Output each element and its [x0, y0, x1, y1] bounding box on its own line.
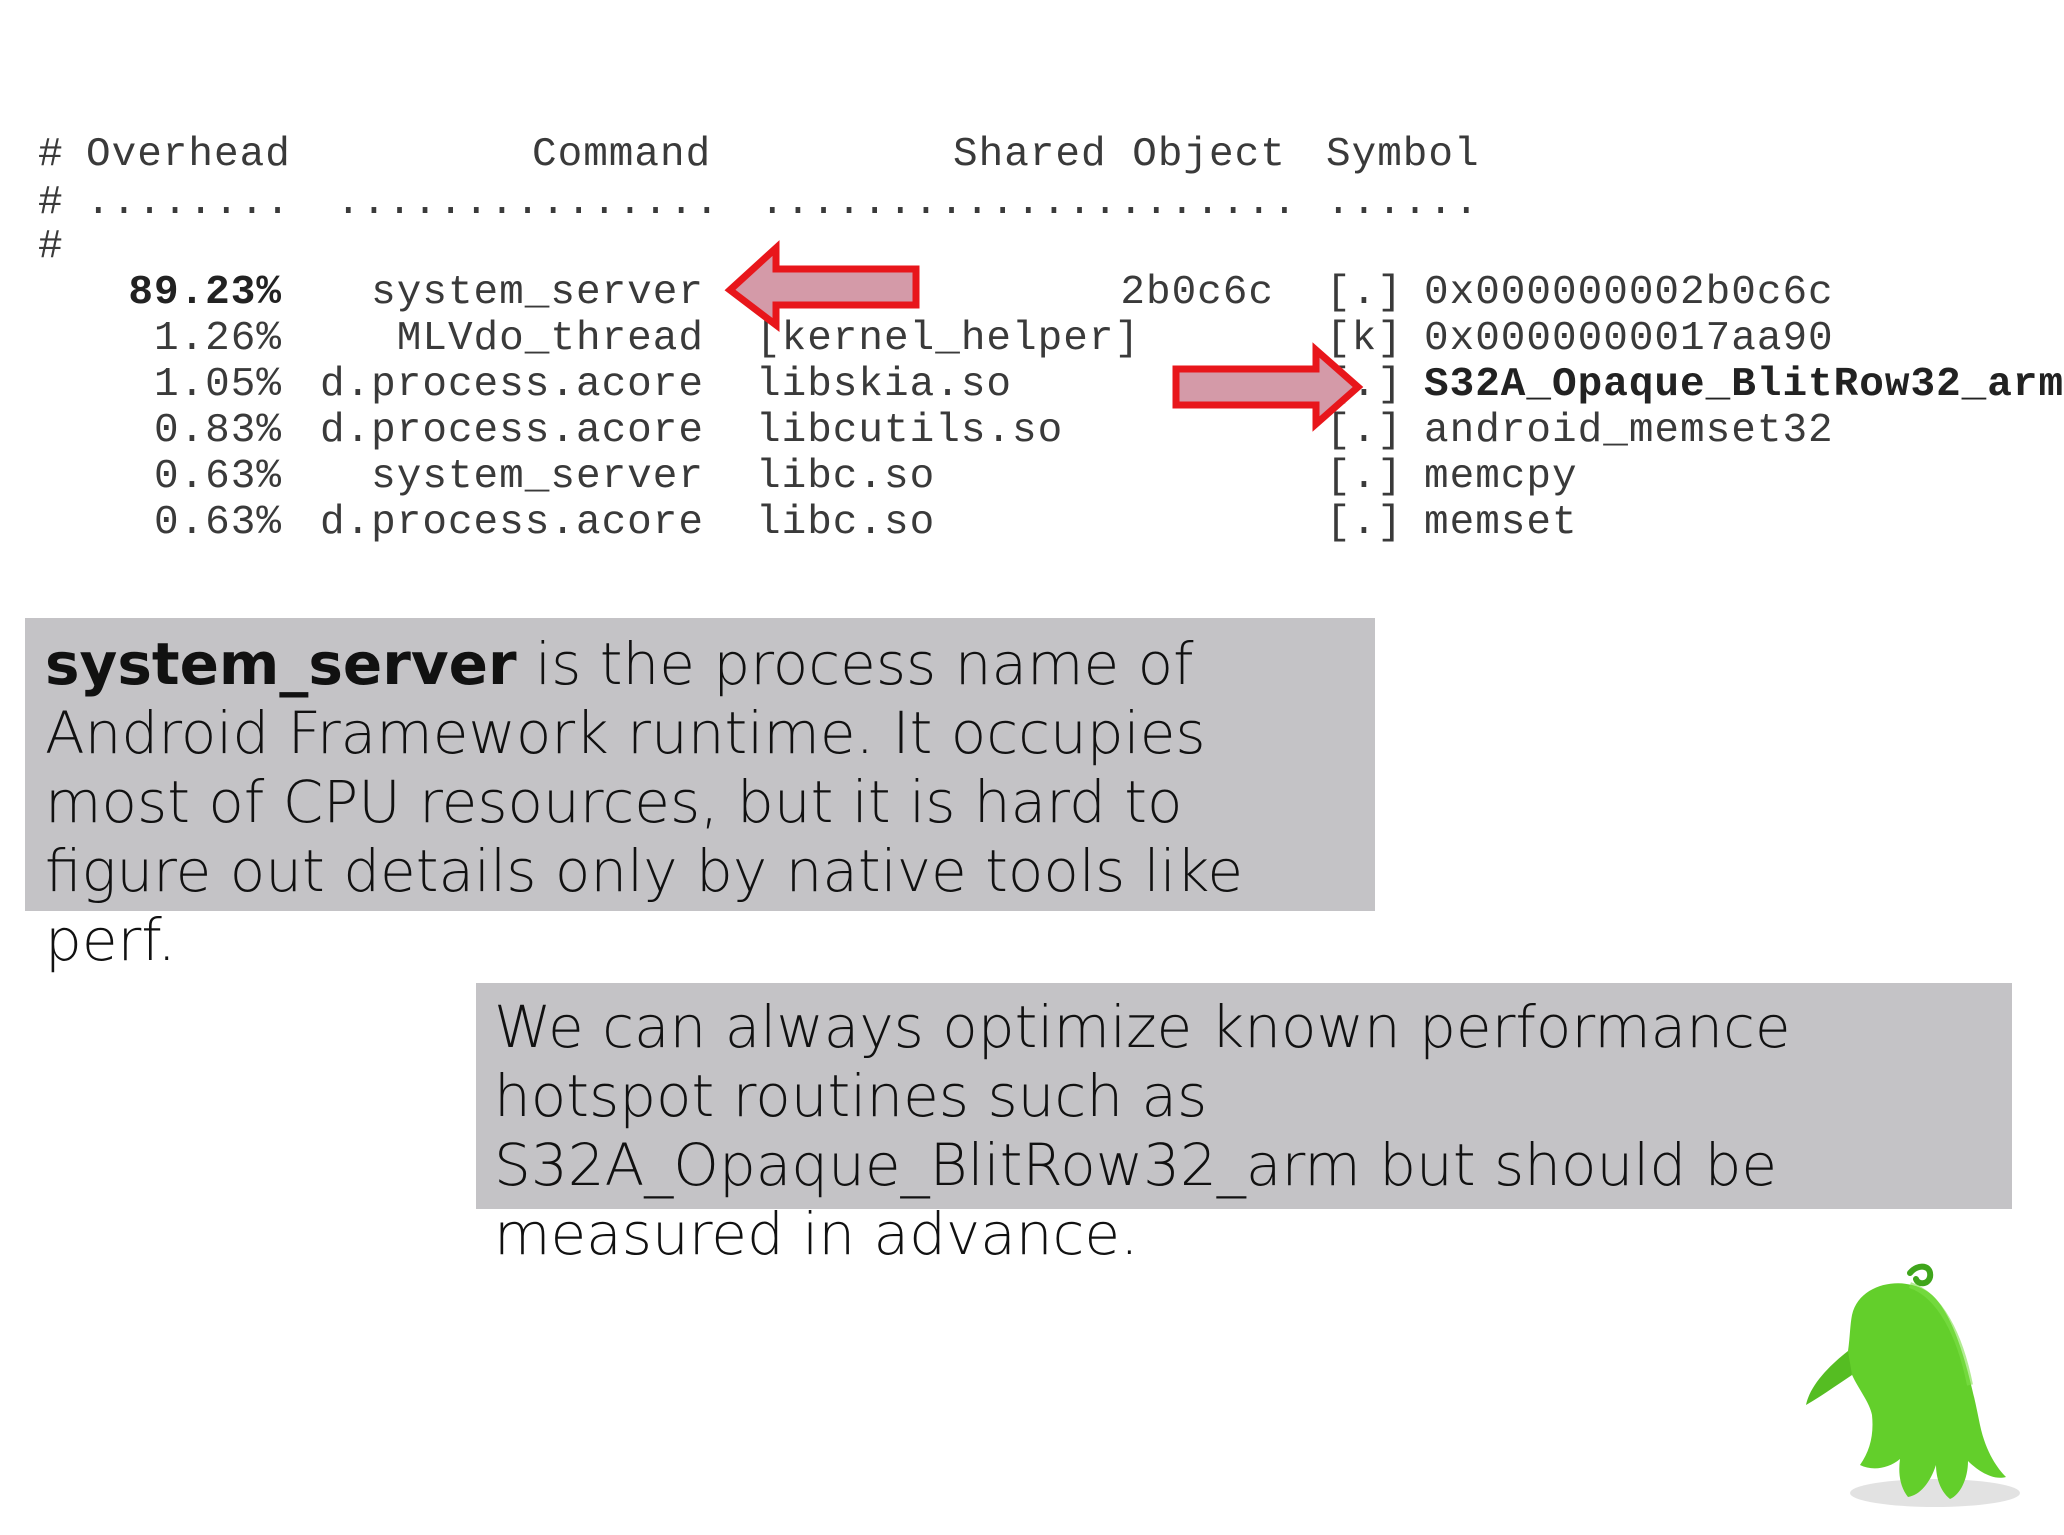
- row-overhead: 89.23%: [128, 270, 282, 316]
- row-overhead: 1.05%: [153, 362, 282, 408]
- dots-symbol: ......: [1326, 180, 1480, 226]
- row-command: d.process.acore: [319, 362, 704, 408]
- row-overhead: 1.26%: [153, 316, 282, 362]
- header-symbol: Symbol: [1326, 132, 1480, 178]
- row-shared-object: 2b0c6c: [1120, 270, 1274, 316]
- dots-hash: #: [38, 180, 64, 226]
- row-symbol: memset: [1424, 500, 1578, 546]
- blank-hash: #: [38, 224, 64, 270]
- row-symbol: memcpy: [1424, 454, 1578, 500]
- green-android-mascot-icon: [1806, 1263, 2020, 1507]
- callout-text: We can always optimize known performance…: [494, 993, 1791, 1268]
- row-shared-object: libskia.so: [756, 362, 1013, 408]
- row-command: d.process.acore: [319, 408, 704, 454]
- row-mode: [.]: [1326, 270, 1403, 316]
- row-overhead: 0.63%: [153, 500, 282, 546]
- row-mode: [.]: [1326, 454, 1403, 500]
- row-mode: [.]: [1326, 500, 1403, 546]
- row-symbol: S32A_Opaque_BlitRow32_arm: [1424, 362, 2064, 408]
- row-command: MLVdo_thread: [396, 316, 704, 362]
- callout-system-server: system_server is the process name of And…: [25, 618, 1375, 974]
- row-shared-object: libc.so: [756, 454, 936, 500]
- row-command: d.process.acore: [319, 500, 704, 546]
- header-hash: #: [38, 132, 64, 178]
- dots-command: ...............: [336, 180, 721, 226]
- header-overhead: Overhead: [86, 132, 291, 178]
- header-command: Command: [532, 132, 712, 178]
- perf-report: # Overhead Command Shared Object Symbol …: [0, 0, 2063, 560]
- callout-term: system_server: [45, 630, 517, 698]
- callout-text: is the process name of Android Framework…: [45, 630, 1244, 974]
- row-symbol: 0x0000000017aa90: [1424, 316, 1834, 362]
- left-arrow-icon: [724, 240, 920, 333]
- row-command: system_server: [371, 454, 704, 500]
- highlight-arrows: [724, 240, 1364, 432]
- row-shared-object: libc.so: [756, 500, 936, 546]
- row-mode: [k]: [1326, 316, 1403, 362]
- row-overhead: 0.63%: [153, 454, 282, 500]
- row-symbol: 0x000000002b0c6c: [1424, 270, 1834, 316]
- dots-overhead: ........: [86, 180, 291, 226]
- row-shared-object: [kernel_helper]: [756, 316, 1141, 362]
- header-shared-object: Shared Object: [953, 132, 1286, 178]
- dots-shared-object: .....................: [760, 180, 1298, 226]
- row-mode: [.]: [1326, 408, 1403, 454]
- row-command: system_server: [371, 270, 704, 316]
- row-overhead: 0.83%: [153, 408, 282, 454]
- right-arrow-icon: [1172, 342, 1364, 432]
- callout-optimize: We can always optimize known performance…: [476, 983, 2012, 1268]
- row-symbol: android_memset32: [1424, 408, 1834, 454]
- row-shared-object: libcutils.so: [756, 408, 1064, 454]
